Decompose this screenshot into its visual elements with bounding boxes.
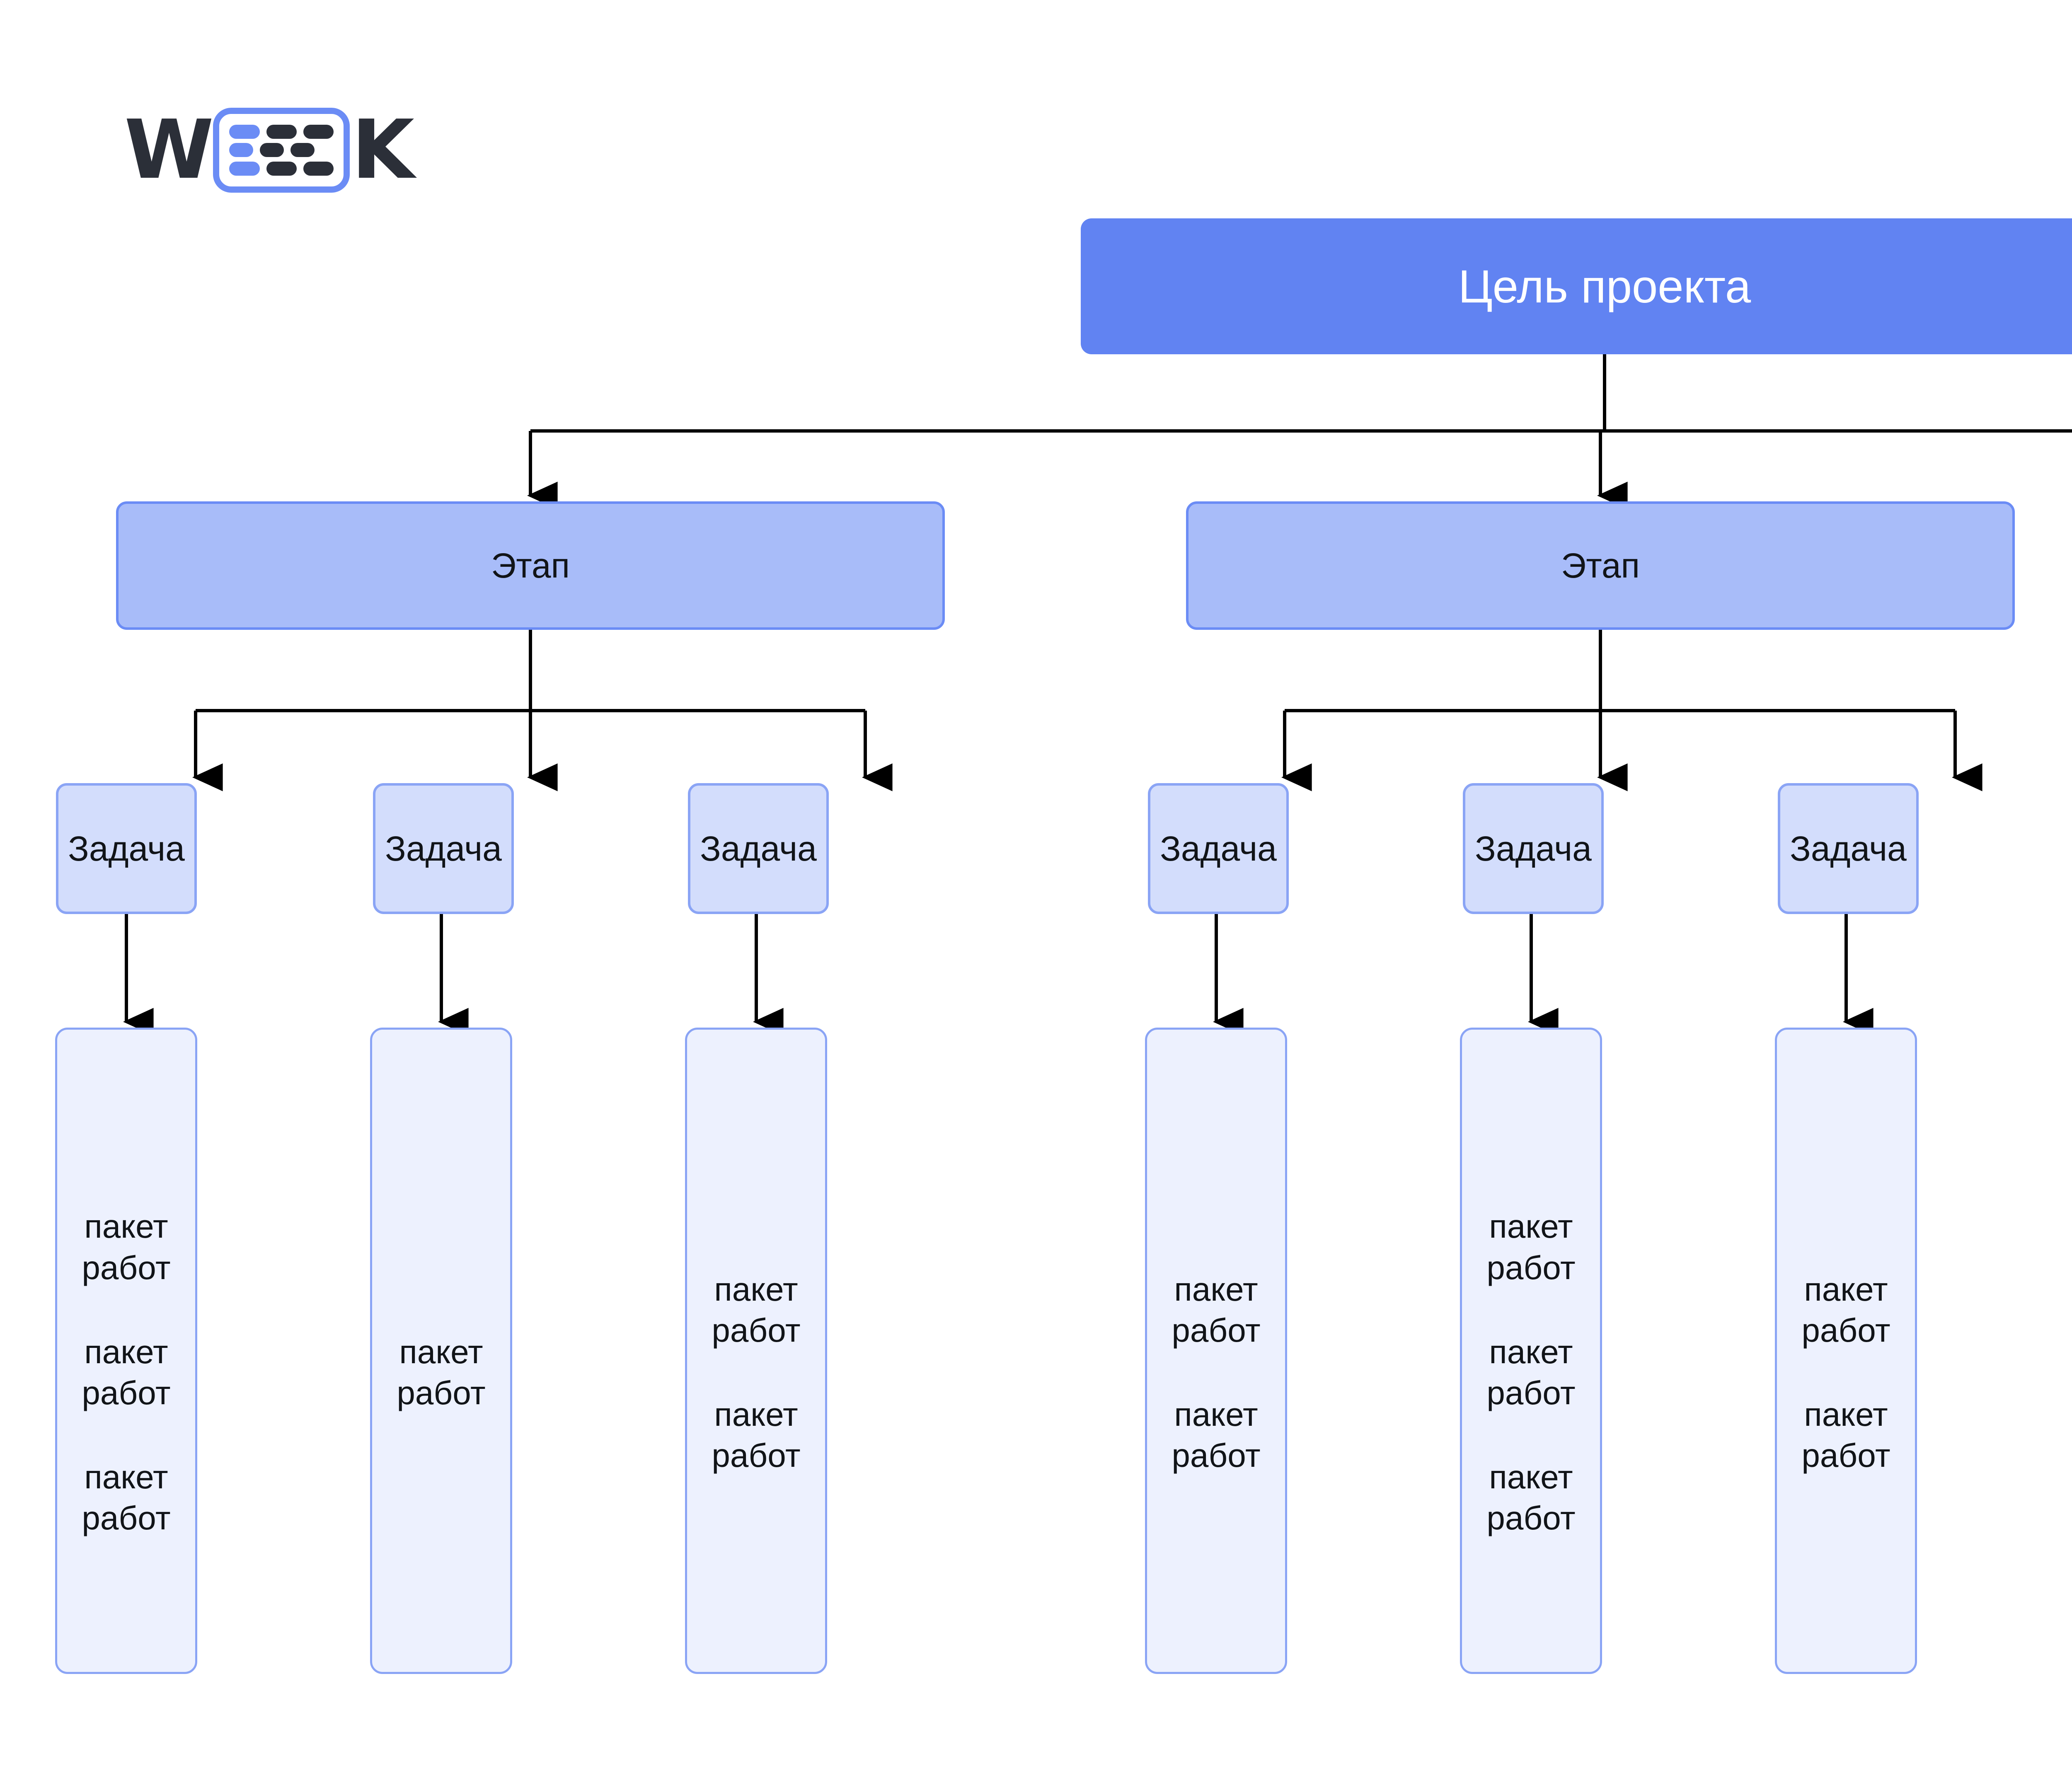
logo-grid-icon	[213, 107, 350, 193]
node-package-list-2-3[interactable]: пакет работ пакет работ	[1775, 1028, 1917, 1674]
logo-pill-dark	[290, 143, 315, 157]
node-task-2-3[interactable]: Задача	[1778, 783, 1919, 914]
logo-pill-dark	[303, 124, 334, 139]
node-package-list-1-2[interactable]: пакет работ	[370, 1028, 512, 1674]
logo-pill-blue	[229, 161, 260, 176]
logo-pill-dark	[260, 143, 284, 157]
logo-letter-w: W	[124, 103, 214, 197]
node-stage-2[interactable]: Этап	[1186, 501, 2015, 630]
package-label: пакет работ	[1172, 1396, 1261, 1474]
package-label: пакет работ	[82, 1208, 171, 1286]
package-label: пакет работ	[1801, 1270, 1890, 1349]
node-package-list-2-2[interactable]: пакет работ пакет работ пакет работ	[1460, 1028, 1602, 1674]
package-label: пакет работ	[712, 1396, 801, 1474]
package-label: пакет работ	[1486, 1208, 1576, 1286]
node-task-2-2[interactable]: Задача	[1463, 783, 1604, 914]
package-label: пакет работ	[397, 1333, 486, 1411]
package-label: пакет работ	[712, 1270, 801, 1349]
node-stage-1[interactable]: Этап	[116, 501, 945, 630]
package-label: пакет работ	[1486, 1459, 1576, 1537]
package-label: пакет работ	[1172, 1270, 1261, 1349]
node-task-1-2[interactable]: Задача	[373, 783, 514, 914]
node-package-list-2-1[interactable]: пакет работ пакет работ	[1145, 1028, 1287, 1674]
package-label: пакет работ	[82, 1459, 171, 1537]
logo-grid-row	[229, 124, 334, 139]
node-package-list-1-3[interactable]: пакет работ пакет работ	[685, 1028, 827, 1674]
logo-grid-row	[229, 143, 334, 157]
logo-letter-k: K	[351, 103, 414, 197]
node-package-list-1-1[interactable]: пакет работ пакет работ пакет работ	[55, 1028, 197, 1674]
node-project-goal[interactable]: Цель проекта	[1081, 218, 2072, 354]
logo-pill-blue	[229, 124, 260, 139]
weeek-logo: W K	[124, 96, 522, 204]
node-task-2-1[interactable]: Задача	[1148, 783, 1289, 914]
logo-pill-dark	[266, 124, 297, 139]
logo-grid-row	[229, 161, 334, 176]
package-label: пакет работ	[1801, 1396, 1890, 1474]
logo-pill-dark	[303, 161, 334, 176]
node-task-1-3[interactable]: Задача	[688, 783, 829, 914]
node-task-1-1[interactable]: Задача	[56, 783, 197, 914]
logo-pill-blue	[229, 143, 254, 157]
logo-pill-dark	[266, 161, 297, 176]
package-label: пакет работ	[82, 1333, 171, 1411]
package-label: пакет работ	[1486, 1333, 1576, 1411]
